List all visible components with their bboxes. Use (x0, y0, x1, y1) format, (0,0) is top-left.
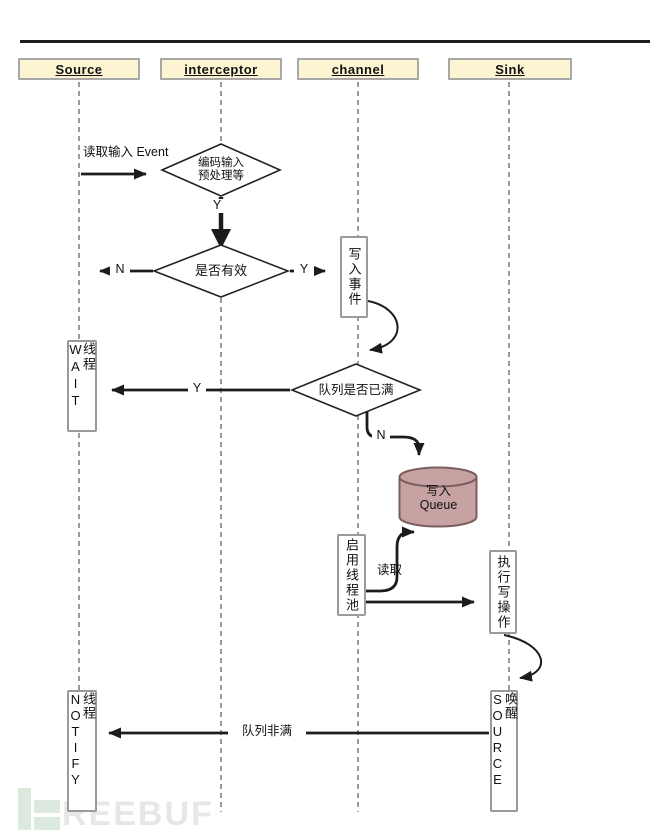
label-read: 读取 (377, 563, 403, 577)
top-rule (20, 40, 650, 43)
header-sink: Sink (448, 58, 572, 80)
queue-cylinder-top (398, 466, 478, 488)
queue-cylinder-line2: Queue (419, 498, 458, 513)
arrow-sink-self (503, 634, 543, 682)
header-channel-label: channel (331, 61, 385, 77)
label-branch-y-queue-full: Y (188, 381, 206, 396)
label-queue-not-full: 队列非满 (228, 724, 306, 739)
diamond-encode-line2: 预处理等 (198, 170, 244, 183)
diamond-queue-full (289, 363, 423, 417)
diamond-encode-line1: 编码输入 (198, 157, 244, 169)
diamond-is-valid-text: 是否有效 (194, 263, 247, 278)
header-interceptor-label: interceptor (184, 61, 258, 77)
activation-thread-notify: 线程NOTIFY (67, 690, 97, 812)
label-branch-n-queue-full: N (372, 428, 390, 443)
header-sink-label: Sink (495, 61, 525, 77)
activation-start-thread-pool: 启用线程池 (337, 534, 366, 616)
arrow-write-event-self (367, 300, 399, 354)
queue-cylinder-text: 写入 Queue (400, 484, 477, 513)
activation-write-event: 写入事件 (340, 236, 368, 318)
diamond-encode-input (160, 143, 282, 197)
activation-thread-wait: 线程WAIT (67, 340, 97, 432)
freebuf-logo-icon (34, 817, 60, 830)
arrow-queue-full-no (365, 407, 425, 456)
diamond-queue-full-text: 队列是否已满 (318, 383, 394, 397)
label-branch-y-encode: Y (208, 198, 226, 213)
arrowhead-encode-to-valid (211, 229, 231, 249)
queue-cylinder-body (398, 476, 478, 528)
freebuf-logo-icon (18, 788, 31, 830)
arrow-read-from-queue (366, 526, 415, 593)
label-read-input-event: 读取输入 Event (83, 145, 169, 159)
header-channel: channel (297, 58, 419, 80)
activation-wake-source: 唤醒SOURCE (490, 690, 518, 812)
diamond-is-valid (151, 244, 291, 298)
label-branch-n-valid: N (110, 262, 130, 277)
activation-exec-write: 执行写操作 (489, 550, 517, 634)
freebuf-logo-icon (34, 800, 60, 813)
header-interceptor: interceptor (160, 58, 282, 80)
header-source-label: Source (55, 61, 103, 77)
diamond-encode-input-text: 编码输入 预处理等 (166, 157, 276, 183)
queue-cylinder-line1: 写入 (425, 484, 451, 498)
label-branch-y-valid: Y (294, 262, 314, 277)
header-source: Source (18, 58, 140, 80)
